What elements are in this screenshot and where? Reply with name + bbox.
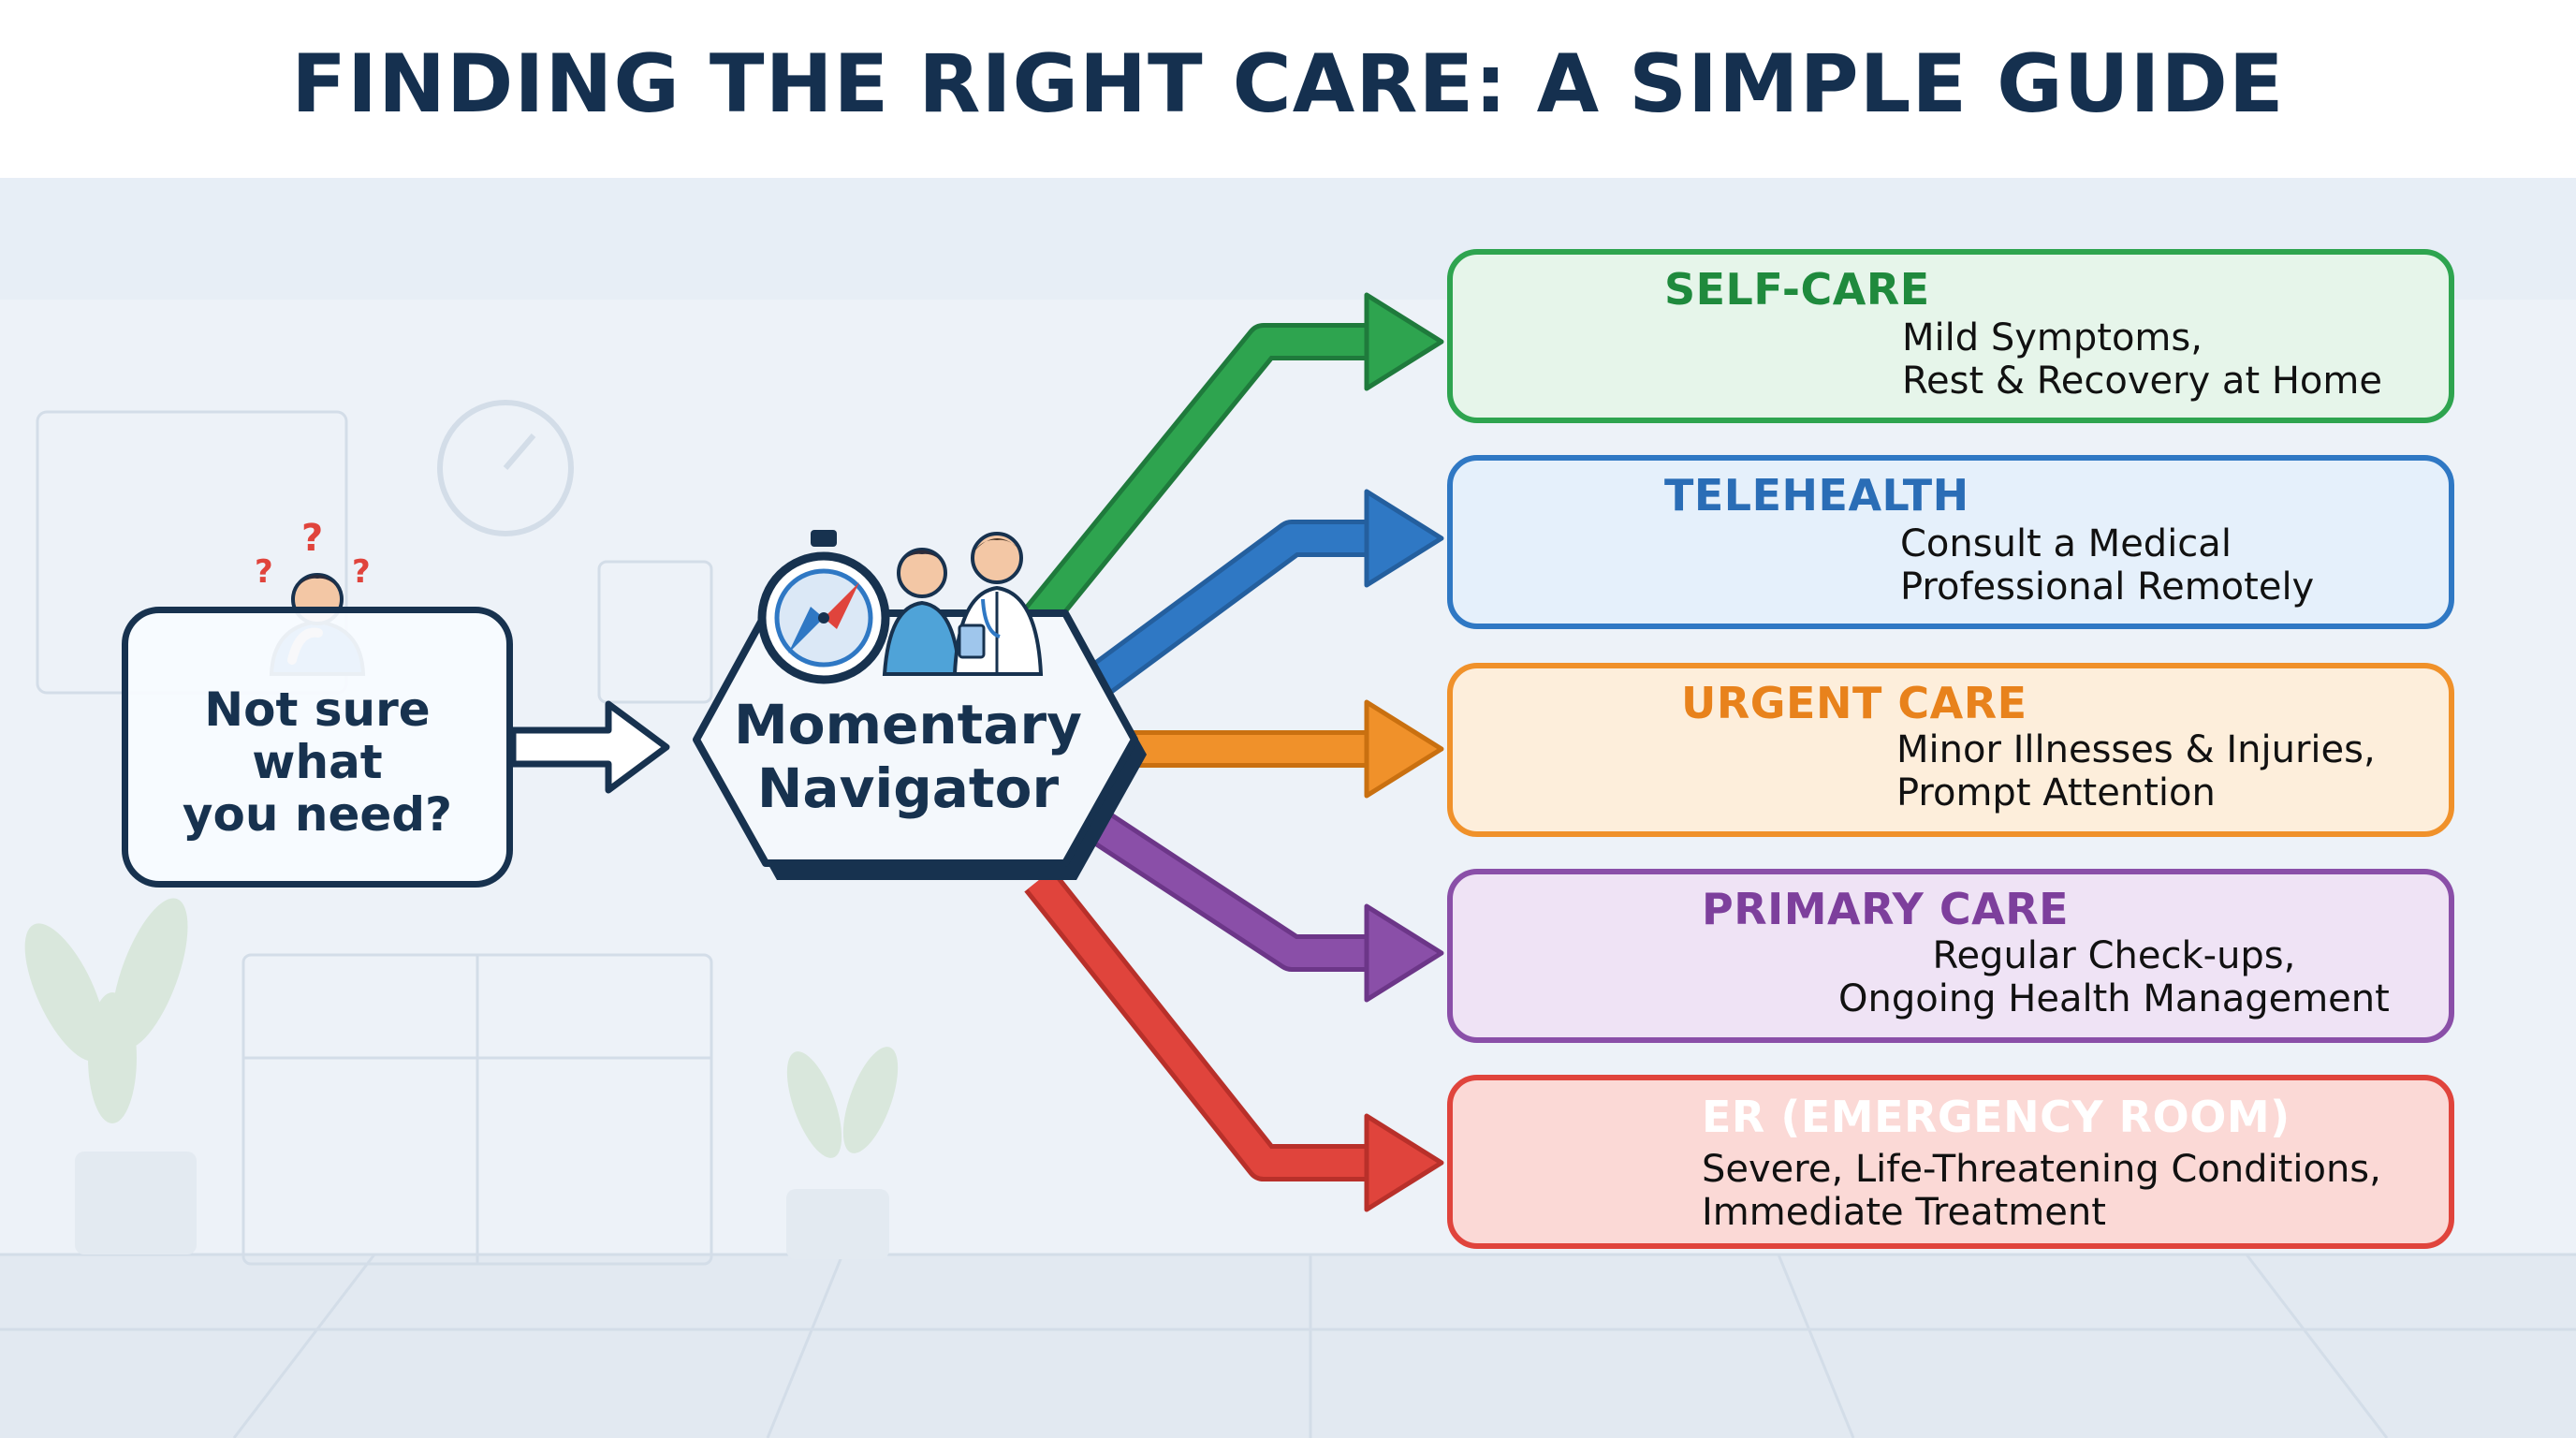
svg-text:?: ? <box>301 517 323 560</box>
option-desc-telehealth: Consult a Medical Professional Remotely <box>1900 522 2314 609</box>
option-desc-line: Rest & Recovery at Home <box>1902 360 2382 403</box>
start-line: what <box>252 735 383 789</box>
option-desc-line: Regular Check-ups, <box>1932 934 2296 977</box>
page-title: FINDING THE RIGHT CARE: A SIMPLE GUIDE <box>291 37 2285 131</box>
option-box-urgent-care <box>1447 663 2454 837</box>
option-desc-line: Consult a Medical <box>1900 522 2232 565</box>
navigator-line: Navigator <box>756 756 1060 820</box>
svg-text:?: ? <box>255 553 273 591</box>
option-desc-line: Ongoing Health Management <box>1838 977 2390 1020</box>
option-desc-line: Immediate Treatment <box>1702 1191 2106 1234</box>
option-desc-er: Severe, Life-Threatening Conditions, Imm… <box>1702 1148 2381 1234</box>
option-title-primary-care: PRIMARY CARE <box>1702 884 2070 934</box>
option-box-er <box>1447 1075 2454 1249</box>
route-arrowhead-primary-care <box>1364 903 1444 1003</box>
option-box-self-care <box>1447 249 2454 423</box>
start-line: you need? <box>182 787 453 842</box>
option-title-er: ER (EMERGENCY ROOM) <box>1702 1092 2291 1142</box>
option-desc-line: Minor Illnesses & Injuries, <box>1896 728 2376 771</box>
compass-icon <box>757 530 890 684</box>
option-desc-line: Severe, Life-Threatening Conditions, <box>1702 1148 2381 1191</box>
option-title-self-care: SELF-CARE <box>1664 264 1930 315</box>
option-desc-primary-care: Regular Check-ups, Ongoing Health Manage… <box>1838 934 2390 1020</box>
svg-text:?: ? <box>352 553 371 591</box>
navigator-label: Momentary Navigator <box>693 693 1123 820</box>
route-arrowhead-urgent-care <box>1364 699 1444 799</box>
start-line: Not sure <box>204 682 431 737</box>
medical-staff-icon <box>882 532 1044 676</box>
option-desc-urgent-care: Minor Illnesses & Injuries, Prompt Atten… <box>1896 728 2376 814</box>
navigator-line: Momentary <box>734 693 1082 756</box>
option-box-primary-care <box>1447 869 2454 1043</box>
option-desc-line: Prompt Attention <box>1896 771 2216 814</box>
start-question-box <box>122 607 513 888</box>
route-arrowhead-self-care <box>1364 292 1444 391</box>
route-arrowhead-er <box>1364 1113 1444 1212</box>
option-desc-line: Mild Symptoms, <box>1902 316 2203 360</box>
route-arrowhead-telehealth <box>1364 489 1444 588</box>
start-to-navigator-arrow <box>509 700 670 794</box>
option-desc-line: Professional Remotely <box>1900 565 2315 609</box>
option-title-urgent-care: URGENT CARE <box>1681 678 2027 728</box>
option-title-telehealth: TELEHEALTH <box>1664 470 1969 521</box>
option-box-telehealth <box>1447 455 2454 629</box>
start-question-text: Not sure what you need? <box>122 683 513 841</box>
option-desc-self-care: Mild Symptoms, Rest & Recovery at Home <box>1902 316 2382 403</box>
